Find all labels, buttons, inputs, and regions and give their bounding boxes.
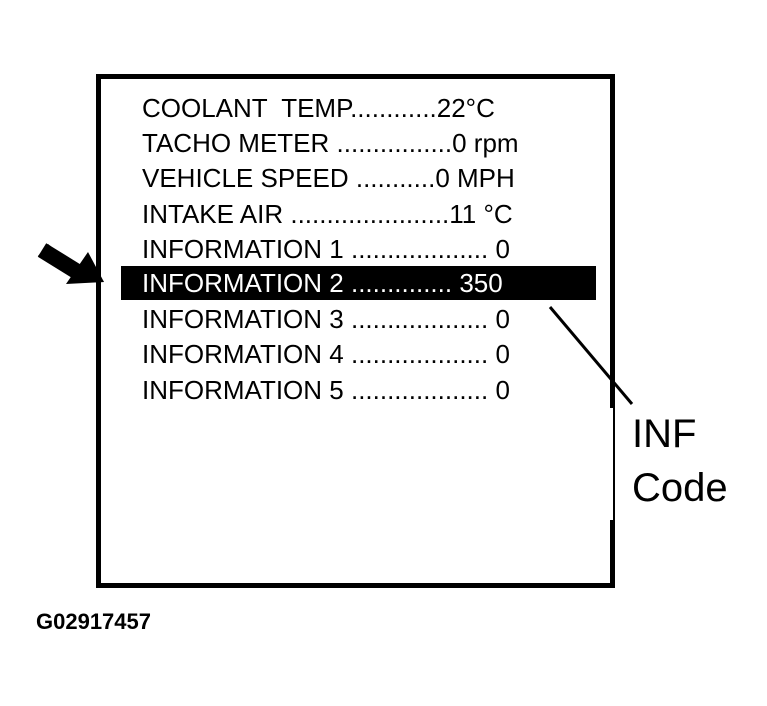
row-value: 0	[488, 304, 510, 334]
row-information-2-selected[interactable]: INFORMATION 2 .............. 350	[121, 266, 596, 300]
row-dots: ...........	[355, 163, 436, 193]
inf-code-label: INF Code	[632, 407, 728, 515]
row-label: INFORMATION 2	[142, 268, 351, 298]
row-value: 0 rpm	[452, 128, 519, 158]
row-label: INTAKE AIR	[142, 199, 291, 229]
callout-line-1: INF	[632, 412, 697, 456]
row-label: INFORMATION 5	[142, 375, 351, 405]
row-value: 350	[452, 268, 503, 298]
figure-id: G02917457	[36, 609, 151, 634]
row-value: 22°C	[436, 93, 495, 123]
row-label: INFORMATION 3	[142, 304, 351, 334]
row-dots: ......................	[290, 199, 450, 229]
row-dots: ...................	[350, 234, 489, 264]
row-vehicle-speed: VEHICLE SPEED ...........0 MPH	[142, 161, 515, 195]
row-value: 0	[488, 339, 510, 369]
pointer-arrow-icon	[37, 243, 104, 284]
row-label: TACHO METER	[142, 128, 337, 158]
row-dots: ...................	[350, 339, 489, 369]
row-information-3: INFORMATION 3 ................... 0	[142, 302, 510, 336]
row-value: 0 MPH	[435, 163, 515, 193]
row-information-1: INFORMATION 1 ................... 0	[142, 232, 510, 266]
row-value: 0	[488, 234, 510, 264]
row-dots: ...................	[350, 375, 489, 405]
row-label: INFORMATION 1	[142, 234, 351, 264]
row-dots: ..............	[350, 268, 453, 298]
row-tacho-meter: TACHO METER ................0 rpm	[142, 126, 519, 160]
row-value: 0	[488, 375, 510, 405]
row-label: COOLANT TEMP	[142, 93, 351, 123]
row-dots: ................	[336, 128, 453, 158]
row-intake-air: INTAKE AIR ......................11 °C	[142, 197, 513, 231]
row-label: INFORMATION 4	[142, 339, 351, 369]
row-dots: ...................	[350, 304, 489, 334]
row-coolant-temp: COOLANT TEMP............22°C	[142, 91, 495, 125]
row-information-5: INFORMATION 5 ................... 0	[142, 373, 510, 407]
scan-tool-screen	[96, 74, 615, 588]
row-label: VEHICLE SPEED	[142, 163, 356, 193]
row-dots: ............	[350, 93, 437, 123]
callout-line-2: Code	[632, 466, 728, 510]
row-information-4: INFORMATION 4 ................... 0	[142, 337, 510, 371]
row-value: 11 °C	[449, 199, 513, 229]
